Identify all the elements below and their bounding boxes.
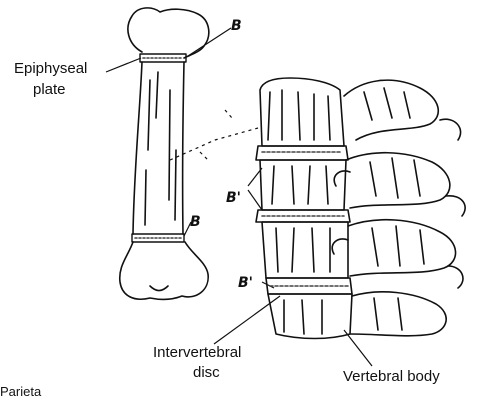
b-label-lower: B bbox=[190, 214, 201, 230]
intervertebral-disc-label-line2: disc bbox=[193, 364, 220, 381]
b-label-top: B bbox=[231, 18, 242, 34]
vertebral-column bbox=[256, 78, 465, 339]
b-prime-label-middle: B' bbox=[226, 190, 241, 206]
epiphyseal-plate-label-line2: plate bbox=[33, 81, 66, 98]
intervertebral-disc-label: Intervertebral bbox=[153, 344, 241, 361]
vertebral-body-label: Vertebral body bbox=[343, 368, 440, 385]
epiphyseal-plate-label: Epiphyseal bbox=[14, 60, 87, 77]
cut-off-caption-text: Parieta bbox=[0, 384, 41, 399]
b-prime-label-lower: B' bbox=[238, 275, 253, 291]
